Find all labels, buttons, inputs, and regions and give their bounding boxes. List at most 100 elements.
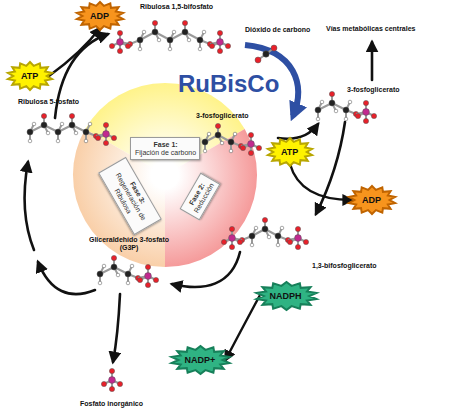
node-title: NADP+ [185, 355, 216, 365]
atom [168, 47, 172, 51]
node-title: ADP [362, 195, 381, 205]
atom [248, 150, 253, 155]
atom [103, 131, 110, 138]
burst-outline [349, 186, 395, 214]
atom [84, 139, 88, 143]
burst-outline [268, 138, 312, 166]
burst-outline [8, 62, 52, 90]
atom [217, 39, 224, 46]
atom [197, 37, 203, 43]
node-text: NADP+ [185, 355, 216, 365]
molecule-label: 3-fosfoglicerato [196, 112, 249, 120]
atom [109, 368, 114, 373]
atom [271, 45, 277, 51]
atom [88, 122, 92, 126]
atom [69, 113, 74, 118]
atom [280, 226, 284, 230]
atom [137, 37, 143, 43]
atom [215, 123, 220, 128]
node-title: ADP [90, 11, 109, 21]
molecule-label: Ribulosa 1,5-bifosfato [140, 3, 213, 11]
atom [276, 243, 280, 247]
atom [125, 43, 130, 48]
atom [103, 140, 108, 145]
atom [117, 48, 122, 53]
node-text: ATP [281, 147, 298, 157]
burst-outline [77, 2, 123, 30]
atom [355, 113, 360, 118]
atom [320, 100, 324, 104]
molecule-label: Ribulosa 5-fosfato [18, 98, 79, 106]
atom [255, 57, 261, 63]
atom [69, 122, 75, 128]
atom [256, 145, 261, 150]
atom [371, 113, 376, 118]
atom [153, 277, 158, 282]
atom [167, 37, 173, 43]
phase-box: Fase 2:Reducción [180, 172, 221, 220]
atom [32, 122, 36, 126]
atom [182, 20, 187, 25]
cycle-arrow [25, 162, 34, 250]
node-text: ADP [90, 11, 109, 21]
atom [152, 29, 158, 35]
atom [202, 139, 208, 145]
atom [182, 29, 188, 35]
atom [145, 264, 150, 269]
molecule-label: Fosfato inorgánico [80, 400, 143, 408]
atom [267, 235, 271, 239]
molecules [27, 20, 377, 391]
atom [125, 271, 131, 277]
atom [221, 239, 226, 244]
atom [116, 273, 120, 277]
phase-box: Fase 1:Fijación de carbono [130, 137, 200, 160]
cycle-arrow [172, 252, 240, 287]
atom [275, 233, 281, 239]
node-text: ADP [362, 195, 381, 205]
atom [138, 47, 142, 51]
nadph-burst: NADPH [258, 283, 315, 309]
adp-burst: ADP [78, 3, 122, 29]
atom [117, 381, 122, 386]
atom [250, 243, 254, 247]
atom [220, 141, 224, 145]
cofactor-arrow [290, 164, 352, 200]
burst-outline [171, 346, 229, 374]
atom [28, 139, 32, 143]
cofactor-arrow [226, 296, 260, 360]
cycle-arrow [371, 42, 374, 80]
cycle-arrow [38, 262, 95, 294]
atom [95, 135, 100, 140]
atom [315, 107, 321, 113]
atom [46, 131, 50, 135]
atom [263, 51, 269, 57]
atom [109, 377, 116, 384]
atom [344, 117, 348, 121]
atom [287, 239, 292, 244]
atom [102, 264, 106, 268]
atom [152, 20, 157, 25]
atom [41, 113, 46, 118]
atom [316, 117, 320, 121]
atom [233, 132, 237, 136]
node-title: ATP [21, 71, 38, 81]
nadp-burst: NADP+ [173, 347, 228, 373]
node-text: Fase 1:Fijación de carbono [135, 141, 196, 158]
molecule-label: Dióxido de carbono [245, 26, 310, 34]
atom [295, 226, 300, 231]
atom [209, 43, 214, 48]
node-text: ATP [21, 71, 38, 81]
molecule-label: 3-fosfoglicerato [347, 86, 400, 94]
atom [145, 273, 152, 280]
atom [27, 129, 33, 135]
atom [228, 139, 234, 145]
atom [111, 135, 116, 140]
atom [60, 122, 64, 126]
atom [225, 43, 230, 48]
atp-burst: ATP [269, 139, 311, 165]
atom [142, 30, 146, 34]
atom [97, 271, 103, 277]
cycle-arrow [278, 124, 318, 139]
atom [202, 30, 206, 34]
